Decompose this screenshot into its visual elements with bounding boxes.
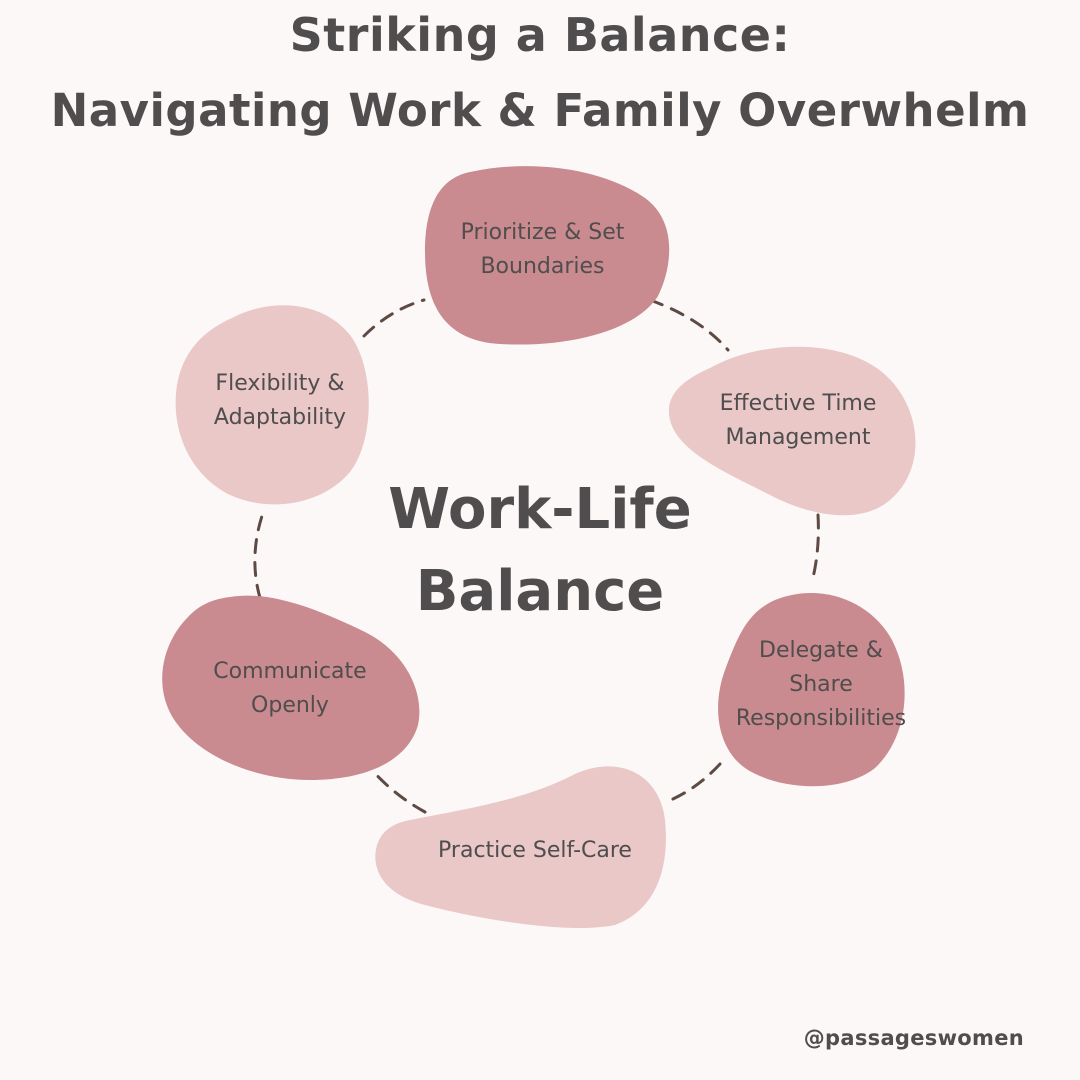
connector-communicate-flexibility xyxy=(253,508,266,600)
connector-selfcare-communicate xyxy=(370,768,427,814)
node-communicate-label-line-2: Openly xyxy=(251,693,329,718)
node-prioritize-label: Prioritize & Set Boundaries xyxy=(425,216,660,284)
node-communicate-label: Communicate Openly xyxy=(175,655,405,723)
connector-time-delegate xyxy=(810,513,820,584)
node-flexibility-label-line-2: Adaptability xyxy=(213,405,347,430)
node-selfcare-label: Practice Self-Care xyxy=(400,834,670,868)
node-selfcare-blob xyxy=(375,766,666,929)
node-time-label-line-1: Effective Time xyxy=(719,391,877,416)
node-time-blob xyxy=(668,346,916,516)
connector-prioritize-time xyxy=(648,298,730,352)
node-flexibility-label: Flexibility & Adaptability xyxy=(180,367,380,435)
node-prioritize-label-line-2: Boundaries xyxy=(480,254,605,279)
node-flexibility-blob xyxy=(175,305,369,505)
node-delegate-label-line-3: Responsibilities xyxy=(735,706,907,731)
node-prioritize-label-line-1: Prioritize & Set xyxy=(460,220,625,245)
node-delegate-label: Delegate & Share Responsibilities xyxy=(716,634,926,736)
title-line-1: Striking a Balance: xyxy=(289,8,791,62)
node-time-label-line-2: Management xyxy=(725,425,871,450)
node-time-label: Effective Time Management xyxy=(678,387,918,455)
connector-flexibility-prioritize xyxy=(362,298,426,338)
node-selfcare-label-line-1: Practice Self-Care xyxy=(438,838,632,863)
node-prioritize-blob xyxy=(425,166,670,345)
node-communicate-label-line-1: Communicate xyxy=(213,659,367,684)
center-title-line-2: Balance xyxy=(415,559,665,624)
social-handle: @passageswomen xyxy=(803,1026,1024,1050)
node-delegate-label-line-1: Delegate & xyxy=(759,638,883,663)
connector-delegate-selfcare xyxy=(664,762,722,804)
node-communicate-blob xyxy=(162,595,420,780)
node-delegate-label-line-2: Share xyxy=(789,672,853,697)
center-title-line-1: Work-Life xyxy=(388,477,692,542)
node-delegate-blob xyxy=(718,593,905,787)
title-line-2: Navigating Work & Family Overwhelm xyxy=(50,84,1030,137)
node-flexibility-label-line-1: Flexibility & xyxy=(215,371,345,396)
